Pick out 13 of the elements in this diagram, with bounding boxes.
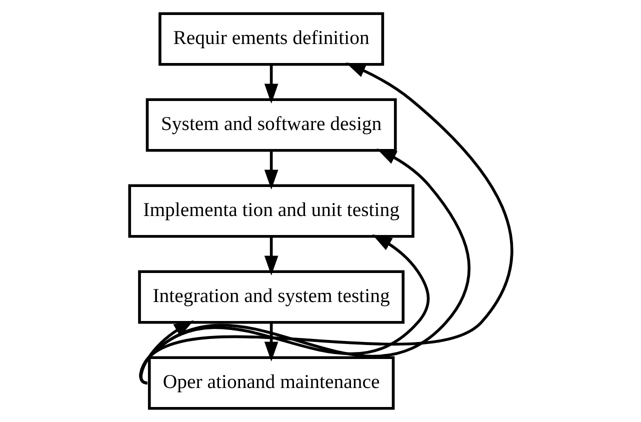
arrow: [264, 236, 278, 276]
arrow: [138, 234, 430, 384]
arrow: [264, 64, 278, 104]
node-box: Implementa tion and unit testing: [128, 184, 414, 238]
arrow: [139, 320, 194, 384]
arrow: [138, 148, 470, 384]
arrow: [264, 322, 278, 362]
node-box: System and software design: [145, 98, 396, 152]
arrow: [264, 150, 278, 190]
node-box: Requir ements definition: [158, 12, 384, 66]
arrow: [139, 62, 512, 384]
node-box: Oper ationand maintenance: [147, 356, 394, 410]
node-box: Integration and system testing: [138, 270, 404, 324]
